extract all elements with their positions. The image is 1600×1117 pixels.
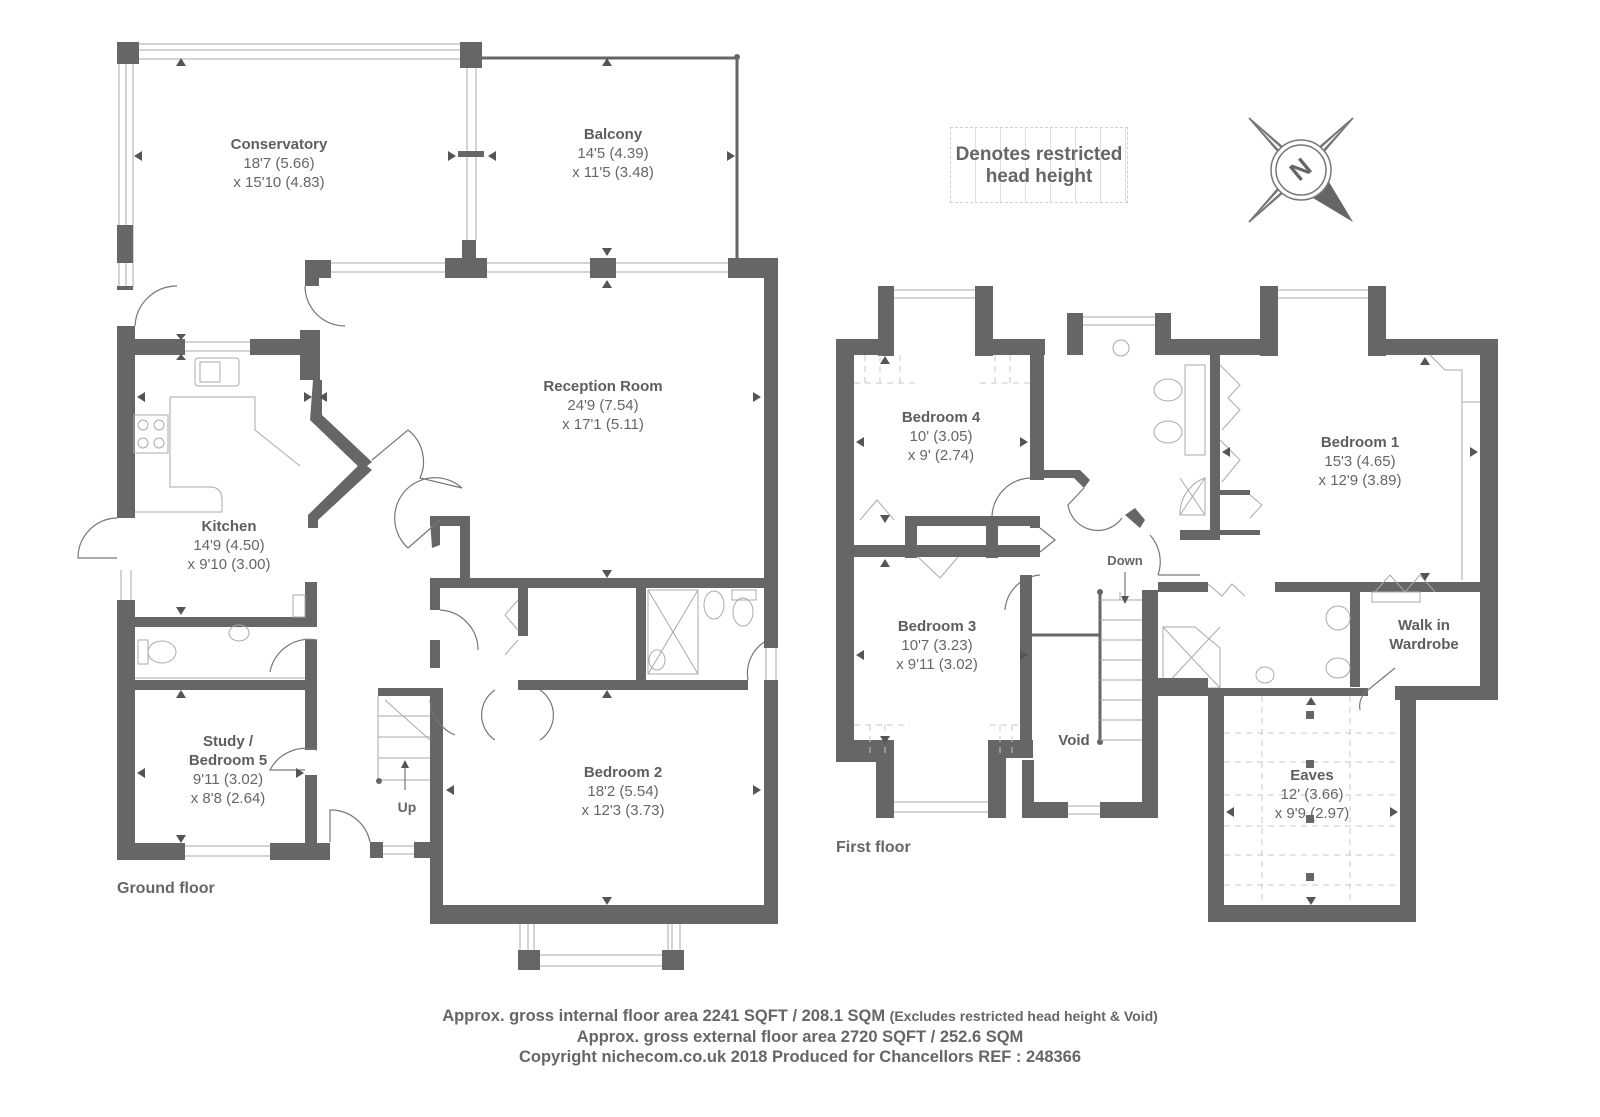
first-floor-label: First floor [836, 839, 911, 856]
room-dim-1: 9'11 (3.02) [192, 771, 264, 788]
room-label-balcony: Balcony 14'5 (4.39) x 11'5 (3.48) [572, 125, 654, 182]
room-name: Bedroom 4 [901, 409, 981, 426]
room-name-2: Bedroom 5 [188, 752, 268, 769]
internal-area-note: (Excludes restricted head height & Void) [889, 1008, 1158, 1024]
compass-icon: N [1248, 117, 1354, 223]
room-label-bedroom-2: Bedroom 2 18'2 (5.54) x 12'3 (3.73) [582, 763, 665, 820]
room-name: Void [1058, 732, 1090, 749]
room-label-kitchen: Kitchen 14'9 (4.50) x 9'10 (3.00) [188, 517, 271, 574]
room-name: Bedroom 1 [1320, 434, 1400, 451]
room-label-bedroom-3: Bedroom 3 10'7 (3.23) x 9'11 (3.02) [896, 617, 978, 674]
ground-floor-plan [77, 42, 778, 970]
room-dim-2: x 9'10 (3.00) [187, 556, 271, 573]
room-label-eaves: Eaves 12' (3.66) x 9'9 (2.97) [1275, 766, 1350, 823]
room-dim-2: x 9'11 (3.02) [896, 656, 978, 673]
room-label-study-bedroom-5: Study / Bedroom 5 9'11 (3.02) x 8'8 (2.6… [189, 732, 267, 808]
room-name-2: Wardrobe [1389, 636, 1459, 653]
room-dim-2: x 9'9 (2.97) [1274, 805, 1350, 822]
room-dim-1: 10'7 (3.23) [901, 637, 973, 654]
dimension-markers [134, 58, 1478, 905]
room-label-reception-room: Reception Room 24'9 (7.54) x 17'1 (5.11) [543, 377, 662, 434]
room-name: Bedroom 3 [897, 618, 977, 635]
room-label-walk-in-wardrobe: Walk in Wardrobe [1389, 616, 1458, 654]
footer-external-area: Approx. gross external floor area 2720 S… [576, 1028, 1024, 1046]
footer-internal-area: Approx. gross internal floor area 2241 S… [0, 1006, 1600, 1026]
room-dim-2: x 12'9 (3.89) [1318, 472, 1402, 489]
room-name: Study / [202, 733, 254, 750]
room-dim-2: x 17'1 (5.11) [562, 416, 644, 433]
room-dim-2: x 9' (2.74) [907, 447, 975, 464]
room-label-conservatory: Conservatory 18'7 (5.66) x 15'10 (4.83) [231, 135, 328, 192]
room-name: Kitchen [201, 518, 257, 535]
room-name: Eaves [1290, 767, 1334, 784]
first-floor-plan [836, 286, 1498, 922]
room-dim-1: 24'9 (7.54) [567, 397, 639, 414]
room-name: Walk in [1398, 617, 1450, 634]
footer-copyright: Copyright nichecom.co.uk 2018 Produced f… [518, 1048, 1082, 1066]
room-dim-2: x 11'5 (3.48) [572, 164, 654, 181]
room-name: Balcony [583, 126, 643, 143]
room-name: Reception Room [543, 378, 663, 395]
room-dim-2: x 15'10 (4.83) [233, 174, 325, 191]
room-dim-1: 14'5 (4.39) [577, 145, 649, 162]
room-label-void: Void [1058, 731, 1089, 750]
room-label-bedroom-4: Bedroom 4 10' (3.05) x 9' (2.74) [902, 408, 980, 465]
room-dim-1: 15'3 (4.65) [1324, 453, 1396, 470]
stairs-up-label: Up [397, 799, 417, 815]
room-dim-1: 18'7 (5.66) [243, 155, 315, 172]
internal-area-text: Approx. gross internal floor area 2241 S… [442, 1007, 886, 1025]
legend-line-2: head height [985, 166, 1093, 187]
room-dim-1: 10' (3.05) [909, 428, 973, 445]
room-dim-1: 12' (3.66) [1280, 786, 1344, 803]
restricted-head-height-legend: Denotes restricted head height [950, 127, 1128, 203]
stairs-down-label: Down [1107, 553, 1143, 568]
room-dim-2: x 8'8 (2.64) [190, 790, 266, 807]
room-name: Bedroom 2 [583, 764, 663, 781]
ground-floor-label: Ground floor [117, 880, 215, 897]
room-name: Conservatory [230, 136, 328, 153]
legend-line-1: Denotes restricted [955, 144, 1123, 165]
room-dim-1: 14'9 (4.50) [193, 537, 265, 554]
room-dim-2: x 12'3 (3.73) [581, 802, 665, 819]
room-dim-1: 18'2 (5.54) [587, 783, 659, 800]
room-label-bedroom-1: Bedroom 1 15'3 (4.65) x 12'9 (3.89) [1319, 433, 1402, 490]
